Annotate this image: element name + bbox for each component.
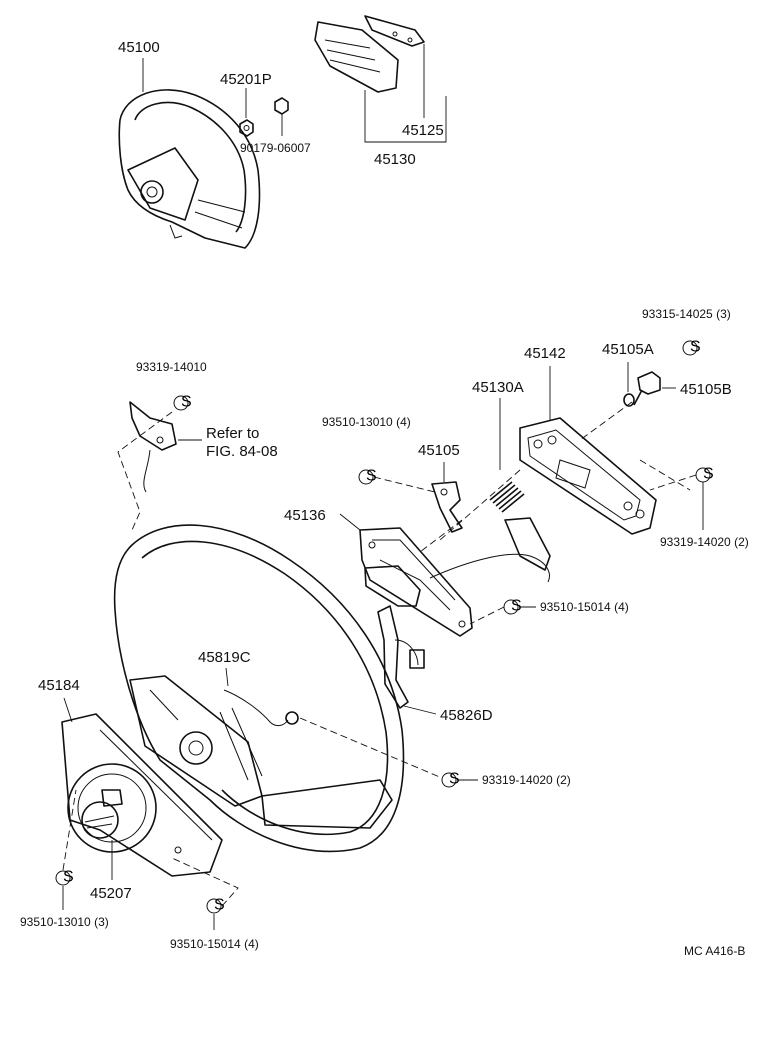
label-45105A: 45105A [602, 341, 654, 358]
steering-wheel-upper [118, 89, 261, 249]
label-45819C: 45819C [198, 649, 251, 666]
horn-pad-assembly [314, 15, 425, 93]
switch-plate-45136 [359, 517, 551, 637]
label-45130A: 45130A [472, 379, 524, 396]
s-symbol-93315: S [682, 339, 701, 356]
horn-contact-bracket [129, 401, 177, 493]
washer-45105A [623, 393, 635, 407]
label-45142: 45142 [524, 345, 566, 362]
washer-90179 [274, 97, 289, 115]
wire-45826D [377, 605, 425, 709]
label-45184: 45184 [38, 677, 80, 694]
label-45100: 45100 [118, 39, 160, 56]
s-symbol-93510-15014-bottom: S [206, 897, 225, 914]
svg-text:S: S [366, 468, 377, 485]
s-symbol-93510-13010-3: S [55, 869, 74, 886]
label-93510-15014-bottom: 93510-15014 (4) [170, 937, 259, 951]
harness-45819C [223, 689, 299, 727]
label-93319-14010: 93319-14010 [136, 360, 207, 374]
figure-code: MC A416-B [684, 944, 745, 958]
s-symbol-93319-14020-mid: S [441, 771, 460, 788]
label-45105B: 45105B [680, 381, 732, 398]
label-45130: 45130 [374, 151, 416, 168]
label-45125: 45125 [402, 122, 444, 139]
svg-text:S: S [449, 771, 460, 788]
steering-wheel-lower [113, 524, 405, 853]
bracket-45105 [431, 481, 463, 533]
svg-text:S: S [63, 869, 74, 886]
bracket-45142 [519, 417, 657, 535]
svg-text:S: S [690, 339, 701, 356]
bolt-45105B [633, 371, 661, 406]
nut-45201P [239, 119, 254, 137]
s-symbol-93510-15014-right: S [503, 598, 522, 615]
label-45105: 45105 [418, 442, 460, 459]
svg-text:S: S [214, 897, 225, 914]
s-symbol-93319-14020-right: S [695, 466, 714, 483]
s-symbol-93319-14010: S [173, 394, 192, 411]
label-93510-15014-right: 93510-15014 (4) [540, 600, 629, 614]
svg-text:S: S [511, 598, 522, 615]
label-90179-06007: 90179-06007 [240, 141, 311, 155]
refer-text-line1: Refer to [206, 425, 259, 442]
label-93319-14020-right: 93319-14020 (2) [660, 535, 749, 549]
label-93319-14020-mid: 93319-14020 (2) [482, 773, 571, 787]
label-93315-14025: 93315-14025 (3) [642, 307, 731, 321]
label-93510-13010-3: 93510-13010 (3) [20, 915, 109, 929]
label-45201P: 45201P [220, 71, 272, 88]
label-45136: 45136 [284, 507, 326, 524]
cover-45184 [61, 713, 223, 877]
label-45207: 45207 [90, 885, 132, 902]
spring-45130A [489, 481, 525, 513]
svg-text:S: S [703, 466, 714, 483]
svg-text:S: S [181, 394, 192, 411]
s-symbol-93510-13010-4: S [358, 468, 377, 485]
label-45826D: 45826D [440, 707, 493, 724]
refer-text-line2: FIG. 84-08 [206, 443, 278, 460]
label-93510-13010-4: 93510-13010 (4) [322, 415, 411, 429]
